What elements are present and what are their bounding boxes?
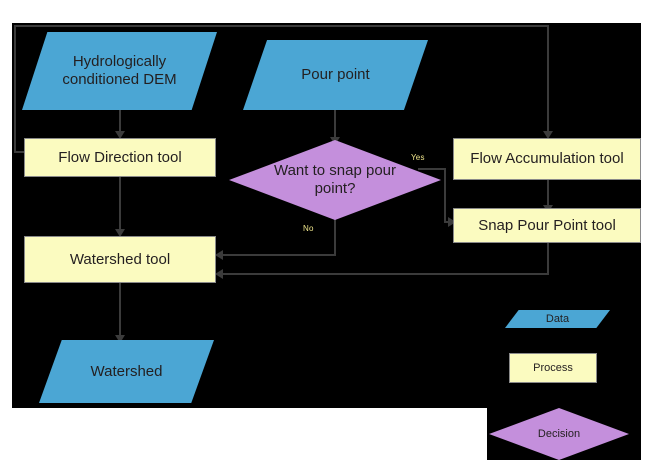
- node-hydrologically-conditioned-dem[interactable]: Hydrologically conditioned DEM: [22, 32, 217, 110]
- arrowhead-decision-yes-to-snap: [448, 217, 456, 227]
- arrowhead-watershedtool-to-watershed: [115, 335, 125, 343]
- node-label: Watershed tool: [69, 250, 171, 268]
- connector-decision-no-v: [334, 200, 336, 255]
- connector-flowdirection-to-watershedtool: [119, 176, 121, 232]
- connector-left-into-flowdirection: [14, 151, 24, 153]
- arrowhead-decision-no-to-watershedtool: [215, 250, 223, 260]
- legend-item-process: Process: [509, 353, 597, 383]
- node-snap-pour-point-tool[interactable]: Snap Pour Point tool: [453, 208, 641, 243]
- node-flow-accumulation-tool[interactable]: Flow Accumulation tool: [453, 138, 641, 180]
- arrowhead-snap-to-watershedtool: [215, 269, 223, 279]
- arrowhead-dem-to-flowdirection: [115, 131, 125, 139]
- node-watershed-tool[interactable]: Watershed tool: [24, 236, 216, 283]
- node-label: Pour point: [301, 66, 370, 84]
- connector-left-rail: [14, 25, 16, 152]
- connector-snap-to-watershedtool-h: [221, 273, 549, 275]
- connector-watershedtool-to-watershed: [119, 283, 121, 338]
- node-label: Hydrologically conditioned DEM: [62, 53, 177, 88]
- connector-flowaccumulation-to-snap: [547, 180, 549, 208]
- legend-label-data: Data: [545, 312, 570, 325]
- connector-decision-yes-v: [444, 168, 446, 222]
- edge-label-no: No: [303, 224, 314, 233]
- connector-dem-to-flowdirection: [119, 110, 121, 134]
- legend-item-data: Data: [505, 310, 610, 328]
- legend-label-process: Process: [533, 361, 573, 374]
- node-label: Watershed: [90, 362, 163, 380]
- node-label: Want to snap pour point?: [273, 162, 396, 197]
- connector-pourpoint-to-decision: [334, 110, 336, 140]
- edge-label-yes: Yes: [411, 153, 425, 162]
- node-watershed-output[interactable]: Watershed: [39, 340, 214, 403]
- node-flow-direction-tool[interactable]: Flow Direction tool: [24, 138, 216, 177]
- node-label: Flow Direction tool: [58, 148, 182, 166]
- arrowhead-rail-to-flowaccumulation: [543, 131, 553, 139]
- connector-top-rail: [14, 25, 549, 27]
- node-pour-point[interactable]: Pour point: [243, 40, 428, 110]
- legend-label-decision: Decision: [537, 427, 581, 440]
- arrowhead-flowdirection-to-watershedtool: [115, 229, 125, 237]
- node-label: Snap Pour Point tool: [478, 216, 616, 234]
- connector-decision-yes-h: [418, 168, 446, 170]
- connector-rail-to-flowaccumulation: [547, 25, 549, 135]
- connector-decision-no-h: [221, 254, 336, 256]
- node-label: Flow Accumulation tool: [470, 150, 624, 168]
- connector-snap-to-watershedtool-v: [547, 241, 549, 274]
